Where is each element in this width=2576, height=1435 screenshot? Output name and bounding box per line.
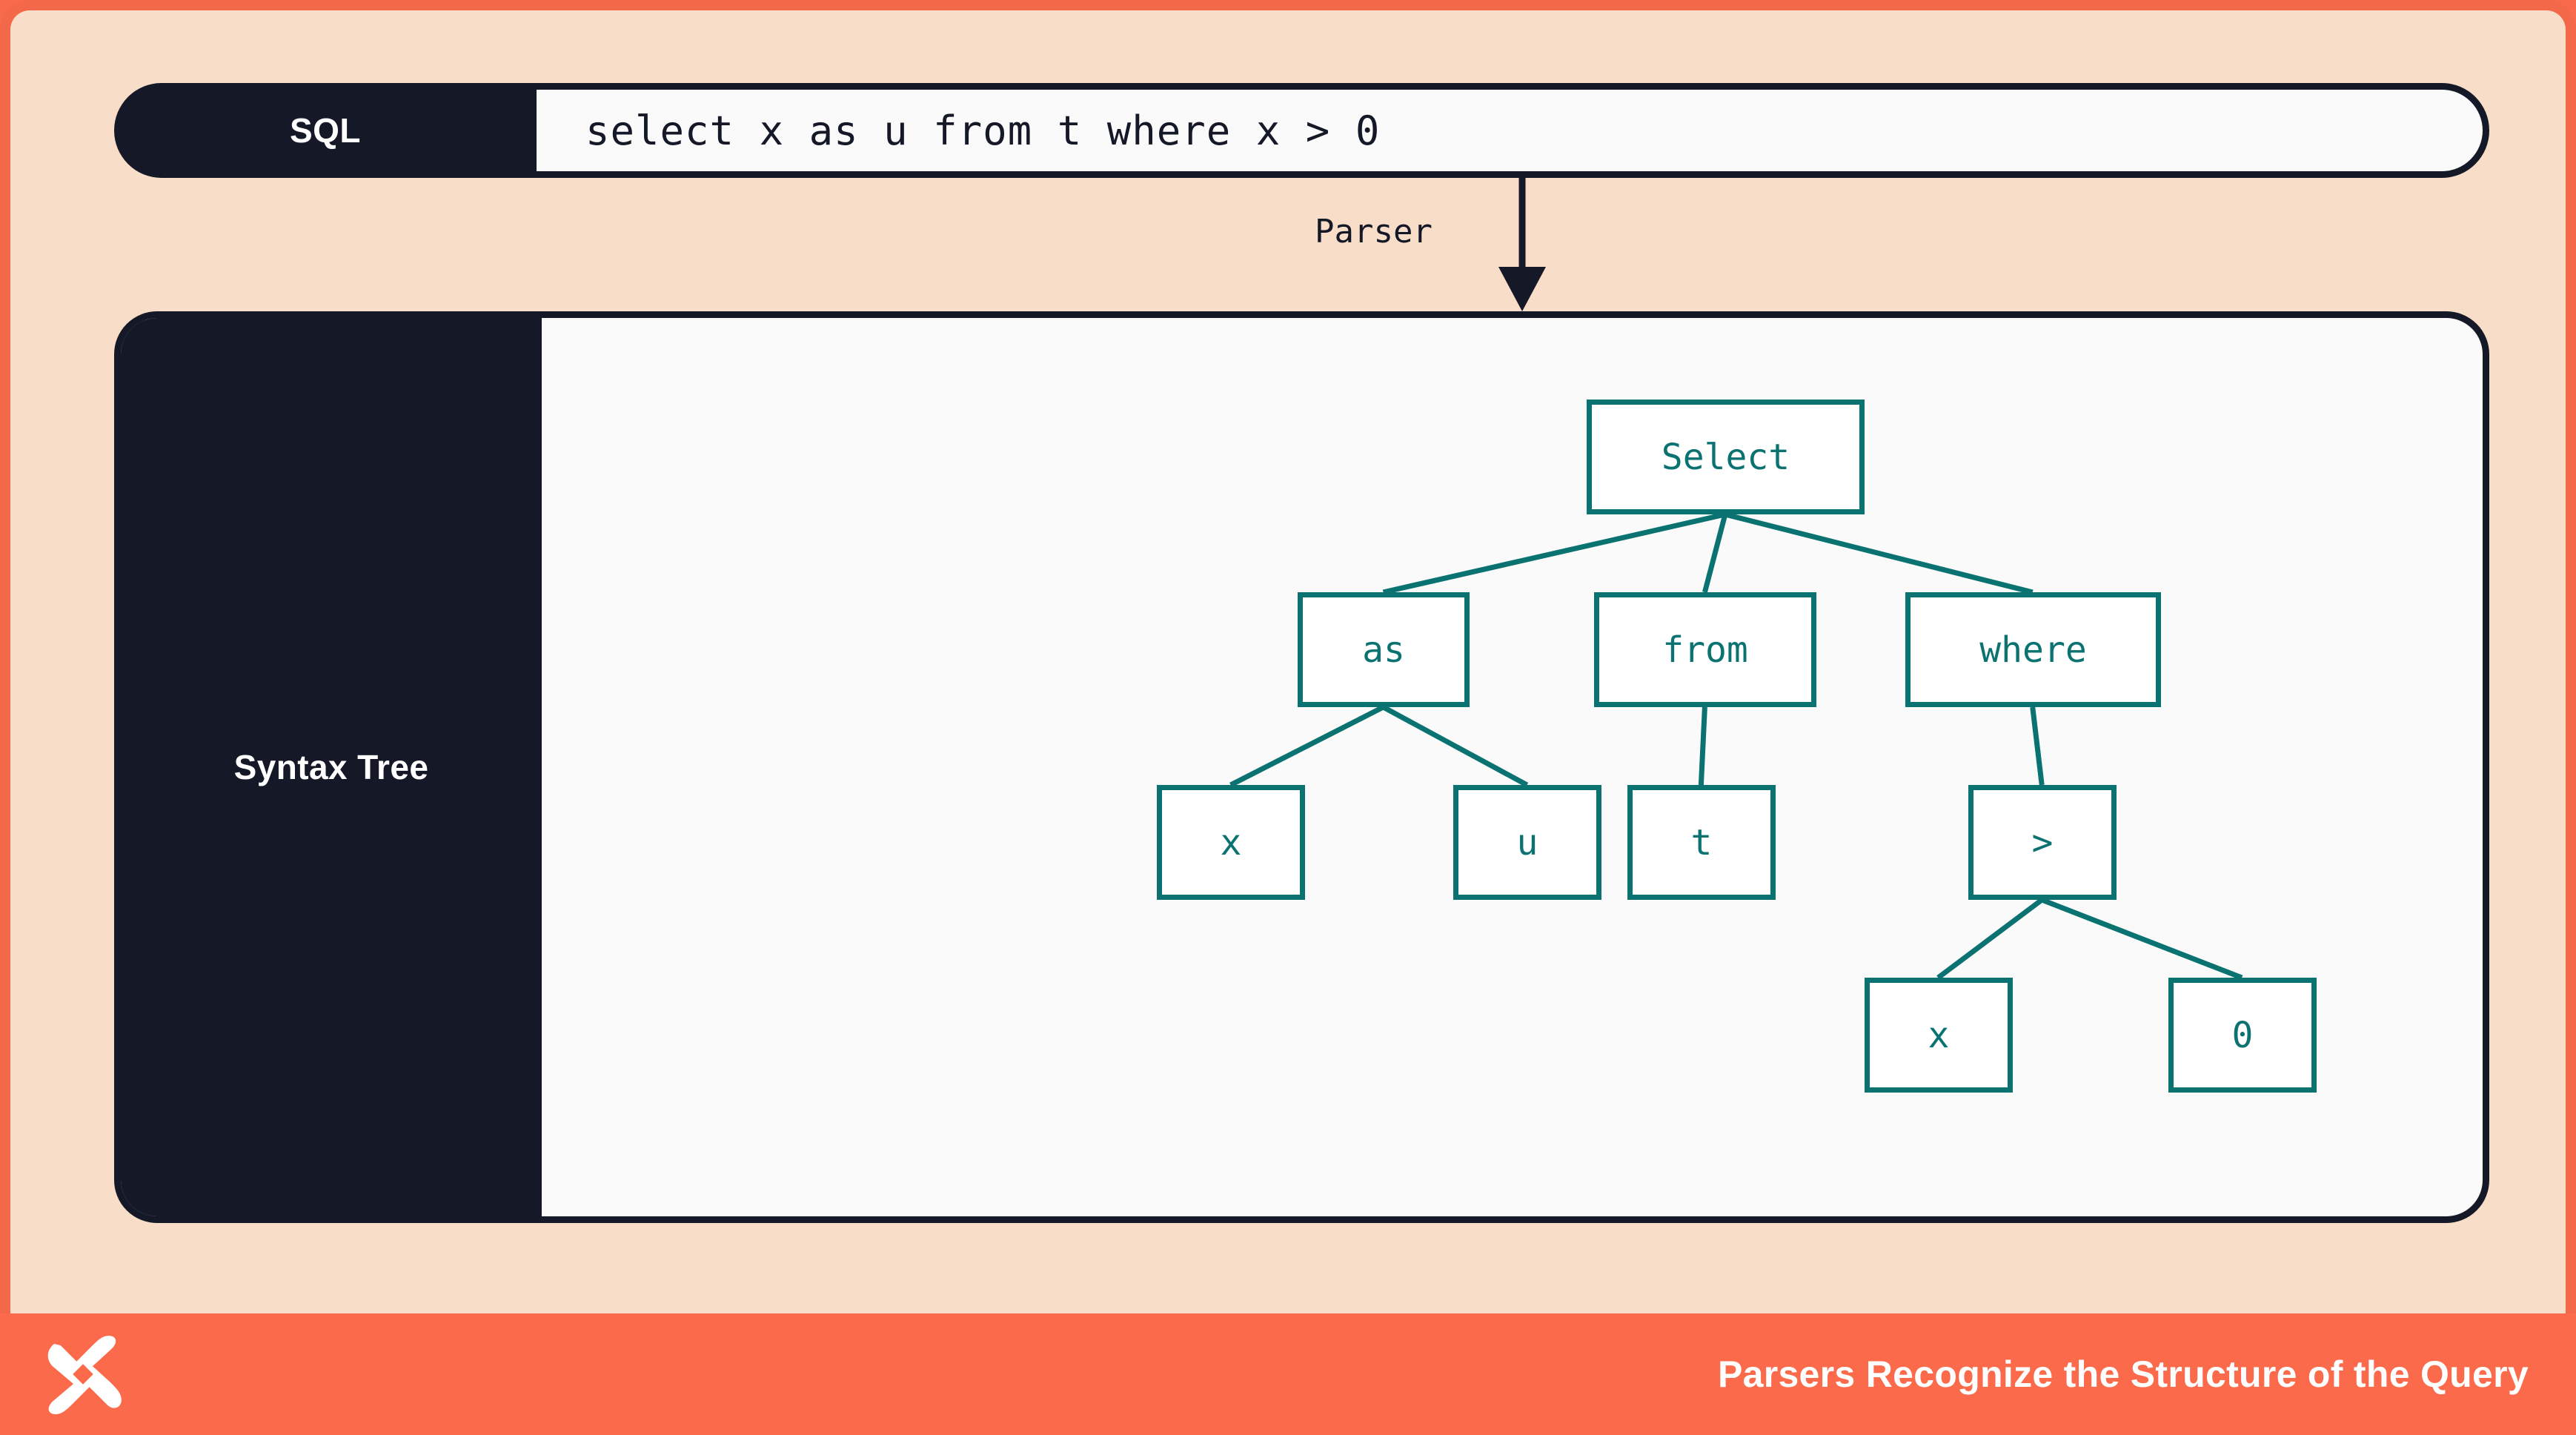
- tree-edge: [2040, 897, 2243, 981]
- tree-node-gt[interactable]: >: [1968, 785, 2117, 900]
- parser-label: Parser: [1315, 213, 1433, 251]
- tree-node-where[interactable]: where: [1905, 592, 2161, 707]
- tree-node-label: >: [2031, 821, 2054, 864]
- tree-node-label: from: [1662, 629, 1748, 671]
- tree-node-label: 0: [2231, 1014, 2254, 1056]
- tree-node-label: x: [1220, 821, 1242, 864]
- tree-node-label: u: [1516, 821, 1538, 864]
- tree-edge: [1229, 704, 1385, 788]
- tree-node-u[interactable]: u: [1453, 785, 1601, 900]
- tree-node-label: where: [1979, 629, 2087, 671]
- tree-node-t[interactable]: t: [1627, 785, 1776, 900]
- sql-query-field[interactable]: select x as u from t where x > 0: [537, 83, 2489, 178]
- sql-label-pill: SQL: [114, 83, 537, 178]
- tree-node-x1[interactable]: x: [1157, 785, 1305, 900]
- tree-edge: [1381, 704, 1529, 788]
- tree-node-as[interactable]: as: [1298, 592, 1470, 707]
- tree-node-label: Select: [1661, 436, 1790, 478]
- arrow-down-icon: [1498, 178, 1546, 311]
- tree-node-select[interactable]: Select: [1587, 400, 1865, 514]
- tree-node-from[interactable]: from: [1594, 592, 1816, 707]
- syntax-tree-sidebar-label: Syntax Tree: [233, 748, 429, 786]
- tree-node-label: x: [1928, 1014, 1950, 1056]
- sql-row: SQL select x as u from t where x > 0: [114, 83, 2489, 178]
- footer-bar: Parsers Recognize the Structure of the Q…: [0, 1313, 2576, 1435]
- tree-edge: [2030, 706, 2045, 786]
- tree-edge: [1702, 514, 1728, 593]
- footer-caption: Parsers Recognize the Structure of the Q…: [1717, 1353, 2529, 1395]
- tree-edge: [1724, 511, 2034, 595]
- tree-node-label: as: [1362, 629, 1405, 671]
- syntax-tree-sidebar: Syntax Tree: [121, 318, 542, 1216]
- parser-connector: Parser: [1196, 178, 1715, 311]
- sql-query-text: select x as u from t where x > 0: [585, 107, 1381, 154]
- tree-edge: [1936, 898, 2044, 980]
- syntax-tree-canvas: Select as from where x u t > x 0: [542, 318, 2483, 1216]
- syntax-tree-edges: [1229, 511, 2243, 981]
- main-card: SQL select x as u from t where x > 0 Par…: [0, 0, 2576, 1313]
- tree-node-zero[interactable]: 0: [2168, 978, 2317, 1093]
- tree-edge: [1382, 511, 1726, 595]
- syntax-tree-panel: Syntax Tree Select as from where x u t > x 0: [114, 311, 2489, 1223]
- sql-label-text: SQL: [289, 111, 362, 150]
- tree-edge: [1698, 706, 1707, 786]
- butterfly-x-logo-icon: [47, 1336, 122, 1414]
- tree-node-label: t: [1690, 821, 1713, 864]
- tree-node-x2[interactable]: x: [1865, 978, 2013, 1093]
